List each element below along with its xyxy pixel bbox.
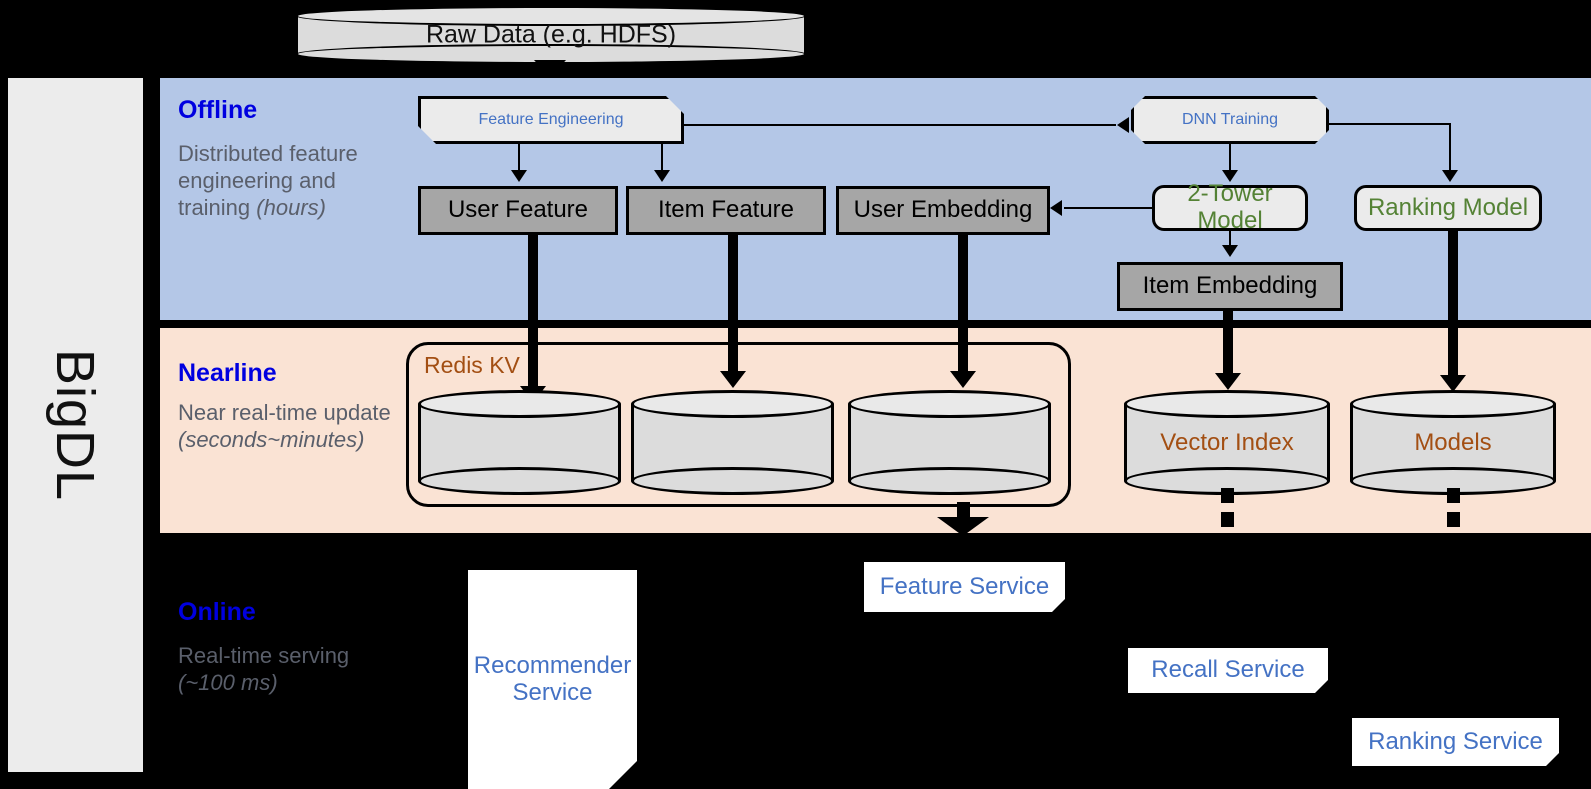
recall-service-label: Recall Service bbox=[1151, 656, 1305, 684]
store-user-feature-bottom bbox=[418, 467, 621, 495]
store-user-embedding-top bbox=[848, 390, 1051, 418]
offline-title: Offline bbox=[178, 96, 258, 124]
two-tower-model-label: 2-Tower Model bbox=[1187, 180, 1273, 234]
feature-engineering-label: Feature Engineering bbox=[478, 111, 624, 129]
service-recommender[interactable]: Recommender Service bbox=[468, 570, 637, 789]
raw-data-store: Raw Data (e.g. HDFS) bbox=[296, 6, 806, 64]
item-embedding-label: Item Embedding bbox=[1142, 272, 1318, 300]
connector-fe-dnn bbox=[684, 124, 1116, 126]
store-item-feature-top bbox=[631, 390, 834, 418]
store-item-feature-bottom bbox=[631, 467, 834, 495]
node-2-tower-model[interactable]: 2-Tower Model bbox=[1152, 180, 1308, 234]
arrowhead-dnn-ranking bbox=[1442, 170, 1458, 182]
connector-dnn-ranking-h bbox=[1329, 123, 1450, 125]
nearline-title: Nearline bbox=[178, 359, 277, 387]
arrowhead-twotower-itemembedding bbox=[1222, 245, 1238, 257]
connector-dnn-ranking-v bbox=[1449, 123, 1451, 173]
arrowhead-fe-itemfeature bbox=[654, 170, 670, 182]
pipe-rankingmodel-models bbox=[1448, 231, 1458, 379]
arrowhead-redis-featureservice bbox=[937, 517, 989, 536]
arrowhead-fe-userfeature bbox=[511, 170, 527, 182]
offline-subtitle: Distributed feature engineering and trai… bbox=[178, 141, 408, 221]
nearline-subtitle-text: Near real-time update bbox=[178, 400, 391, 425]
service-feature[interactable]: Feature Service bbox=[864, 562, 1065, 612]
connector-twotower-userembedding bbox=[1064, 207, 1154, 209]
bigdl-label: BigDL bbox=[45, 348, 106, 502]
arrowhead-itemfeature-store bbox=[720, 371, 746, 388]
online-subtitle: Real-time serving (~100 ms) bbox=[178, 643, 408, 697]
arrowhead-userembedding-store bbox=[950, 371, 976, 388]
node-item-feature[interactable]: Item Feature bbox=[626, 186, 826, 235]
recommender-service-label: Recommender Service bbox=[473, 651, 632, 706]
feature-service-label: Feature Service bbox=[879, 572, 1050, 600]
stub-vectorindex-2 bbox=[1221, 512, 1234, 527]
raw-data-top bbox=[296, 6, 806, 26]
redis-kv-group bbox=[406, 342, 1071, 507]
node-user-feature[interactable]: User Feature bbox=[418, 186, 618, 235]
pipe-userembedding-store bbox=[958, 235, 968, 375]
arrowhead-rawdata-fe bbox=[534, 60, 566, 78]
stub-vectorindex bbox=[1221, 488, 1234, 503]
connector-fe-userfeature bbox=[518, 144, 520, 172]
redis-kv-label: Redis KV bbox=[424, 352, 520, 378]
arrowhead-itemembedding-vectorindex bbox=[1215, 373, 1241, 390]
store-item-feature[interactable] bbox=[631, 390, 834, 495]
online-subtitle-emphasis: (~100 ms) bbox=[178, 669, 278, 695]
store-user-feature-top bbox=[418, 390, 621, 418]
store-models[interactable]: Models bbox=[1350, 390, 1556, 495]
node-user-embedding[interactable]: User Embedding bbox=[836, 186, 1050, 235]
service-ranking[interactable]: Ranking Service bbox=[1352, 718, 1559, 766]
store-vector-index-top bbox=[1124, 390, 1330, 418]
store-user-embedding[interactable] bbox=[848, 390, 1051, 495]
arrowhead-fe-dnn bbox=[1117, 117, 1129, 133]
service-recall[interactable]: Recall Service bbox=[1128, 648, 1328, 693]
node-ranking-model[interactable]: Ranking Model bbox=[1354, 185, 1542, 231]
offline-subtitle-emphasis: (hours) bbox=[256, 194, 326, 220]
store-models-label: Models bbox=[1414, 428, 1492, 456]
pipe-userfeature-store bbox=[528, 235, 538, 390]
raw-data-label: Raw Data (e.g. HDFS) bbox=[425, 20, 677, 49]
online-title: Online bbox=[178, 598, 256, 626]
stub-redis-featureservice bbox=[957, 502, 970, 517]
arrowhead-rankingmodel-models bbox=[1440, 375, 1466, 392]
user-feature-label: User Feature bbox=[447, 196, 589, 224]
connector-dnn-twotower bbox=[1229, 144, 1231, 172]
store-vector-index[interactable]: Vector Index bbox=[1124, 390, 1330, 495]
offline-subtitle-text: Distributed feature engineering and trai… bbox=[178, 141, 358, 220]
connector-twotower-itemembedding bbox=[1229, 231, 1231, 247]
store-user-feature[interactable] bbox=[418, 390, 621, 495]
dnn-training-label: DNN Training bbox=[1181, 111, 1279, 129]
bigdl-rail: BigDL bbox=[8, 78, 143, 772]
node-feature-engineering[interactable]: Feature Engineering bbox=[418, 96, 684, 144]
ranking-service-label: Ranking Service bbox=[1368, 727, 1543, 755]
stub-models bbox=[1447, 488, 1460, 503]
store-models-top bbox=[1350, 390, 1556, 418]
nearline-subtitle-emphasis: (seconds~minutes) bbox=[178, 426, 365, 452]
node-item-embedding[interactable]: Item Embedding bbox=[1117, 262, 1343, 311]
nearline-subtitle: Near real-time update (seconds~minutes) bbox=[178, 400, 423, 454]
connector-fe-itemfeature bbox=[661, 144, 663, 172]
stub-models-2 bbox=[1447, 512, 1460, 527]
arrowhead-twotower-userembedding bbox=[1050, 200, 1062, 216]
store-vector-index-label: Vector Index bbox=[1160, 428, 1294, 456]
pipe-itemfeature-store bbox=[728, 235, 738, 375]
pipe-itemembedding-vectorindex bbox=[1223, 311, 1233, 377]
online-subtitle-text: Real-time serving bbox=[178, 643, 350, 668]
node-dnn-training[interactable]: DNN Training bbox=[1131, 96, 1329, 144]
store-user-embedding-bottom bbox=[848, 467, 1051, 495]
ranking-model-label: Ranking Model bbox=[1367, 193, 1529, 221]
arrowhead-dnn-twotower bbox=[1222, 170, 1238, 182]
item-feature-label: Item Feature bbox=[657, 196, 795, 224]
user-embedding-label: User Embedding bbox=[853, 196, 1033, 224]
